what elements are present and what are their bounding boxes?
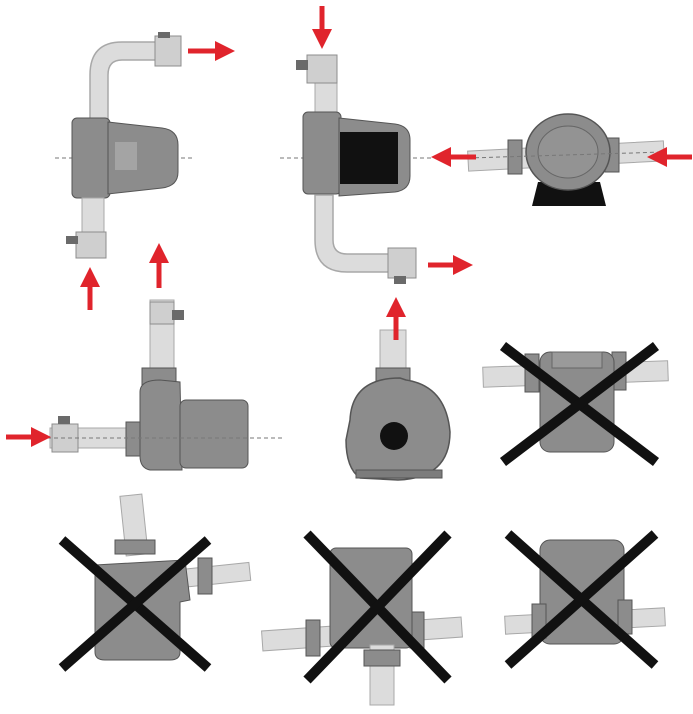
union-fitting — [154, 35, 182, 67]
valve-handle — [158, 32, 170, 38]
panel-volute-front — [345, 329, 451, 481]
forbidden-cross-icon-group — [58, 342, 660, 684]
forbidden-cross-icon — [504, 530, 659, 669]
pump-flange — [71, 117, 111, 199]
flow-arrows — [6, 6, 692, 447]
pump-head — [551, 351, 603, 369]
valve-handle — [58, 416, 70, 424]
panel-horizontal-front-view — [467, 113, 665, 206]
terminal-box-black — [340, 132, 398, 184]
panel-horizontal-inlet — [40, 299, 285, 471]
forbidden-cross-icon — [58, 536, 212, 672]
axis-line — [467, 151, 665, 159]
flange-left — [305, 619, 321, 657]
valve-handle — [296, 60, 308, 70]
panel-vertical-pump-left — [55, 32, 195, 259]
valve-handle — [66, 236, 78, 244]
down-flange — [363, 649, 401, 667]
forbidden-cross-icon — [499, 342, 660, 466]
side-flange — [197, 557, 213, 595]
flange-left — [507, 139, 523, 175]
side-pipe — [178, 561, 252, 589]
union-fitting — [306, 54, 338, 84]
pipe-elbow — [89, 41, 161, 126]
panel-vertical-pump-middle — [280, 54, 440, 284]
pump-casing — [139, 379, 183, 471]
inlet-flange — [125, 421, 141, 457]
top-flange — [114, 539, 156, 555]
label-plate — [115, 142, 137, 170]
outlet-union — [387, 247, 417, 279]
volute-foot — [355, 469, 443, 479]
motor-housing — [107, 121, 179, 195]
valve-handle — [172, 310, 184, 320]
pipe-elbow — [314, 194, 396, 273]
outlet-union — [149, 301, 175, 325]
forbidden-cross-icon — [303, 530, 452, 684]
inlet-union — [75, 231, 107, 259]
motor-housing — [179, 399, 249, 469]
suction-eye — [380, 422, 408, 450]
valve-handle — [394, 276, 406, 284]
volute-inner — [537, 125, 599, 179]
pump-flange — [302, 111, 342, 195]
pump-base — [532, 182, 606, 206]
